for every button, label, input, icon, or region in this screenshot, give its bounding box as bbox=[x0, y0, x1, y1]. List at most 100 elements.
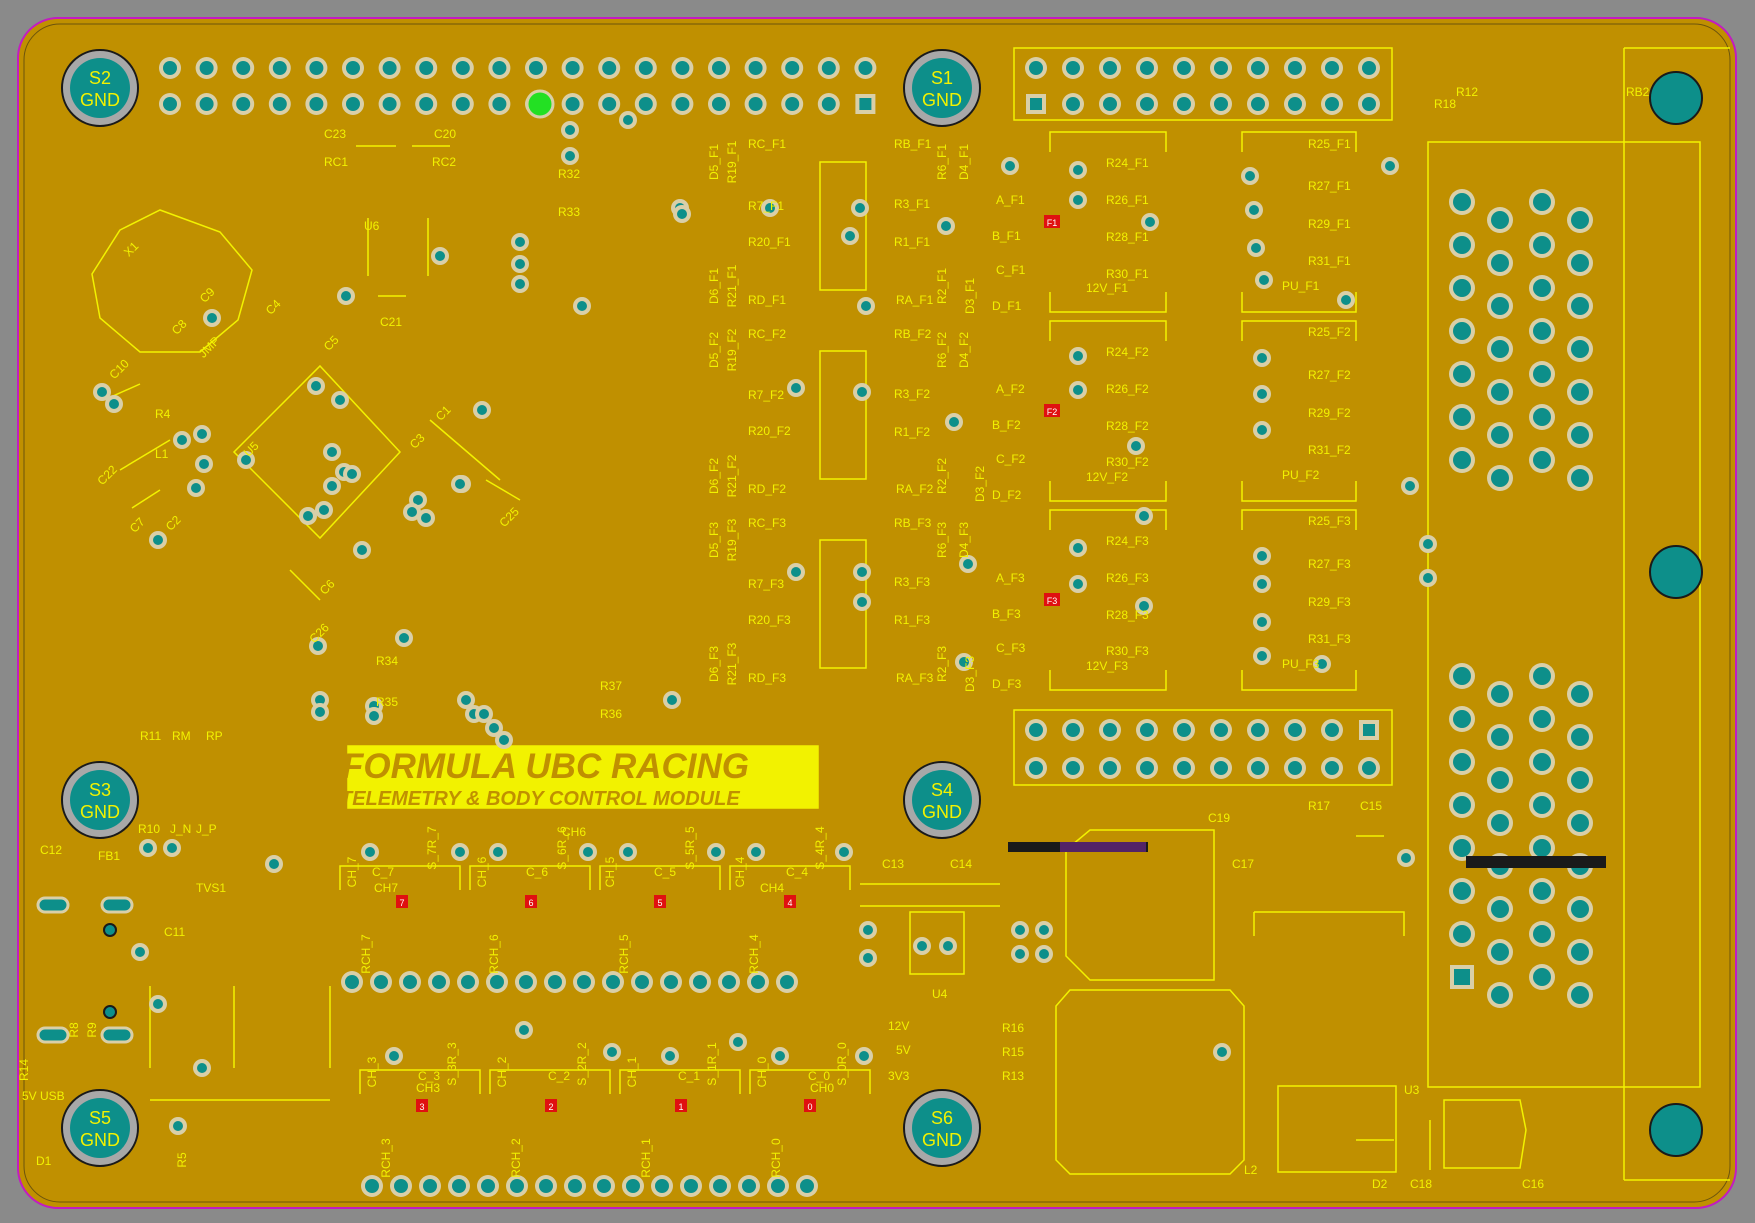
component-label: C12 bbox=[40, 843, 62, 857]
component-label: RC_F1 bbox=[748, 137, 786, 151]
component-label-vertical: CH_5 bbox=[603, 856, 617, 887]
component-label-vertical: R19_F3 bbox=[725, 518, 739, 561]
component-label-vertical: CH_3 bbox=[365, 1056, 379, 1087]
component-label: R13 bbox=[1002, 1069, 1024, 1083]
db-mount-hole-top bbox=[1649, 71, 1703, 125]
component-label: RD_F1 bbox=[748, 293, 786, 307]
component-label: R27_F1 bbox=[1308, 179, 1351, 193]
component-label: C13 bbox=[882, 857, 904, 871]
component-label: PU_F3 bbox=[1282, 657, 1320, 671]
mount-net: GND bbox=[922, 1130, 962, 1150]
red-marker: 3 bbox=[416, 1099, 428, 1112]
component-label: R25_F3 bbox=[1308, 514, 1351, 528]
component-label: 3V3 bbox=[888, 1069, 910, 1083]
component-label: R7_F3 bbox=[748, 577, 784, 591]
component-label-vertical: RCH_0 bbox=[769, 1138, 783, 1178]
component-label: R15 bbox=[1002, 1045, 1024, 1059]
red-marker: 4 bbox=[784, 895, 796, 908]
component-label: RD_F3 bbox=[748, 671, 786, 685]
component-label-vertical: RCH_6 bbox=[487, 934, 501, 974]
marker-text: 7 bbox=[399, 898, 404, 908]
component-label: RC1 bbox=[324, 155, 348, 169]
red-marker: 6 bbox=[525, 895, 537, 908]
component-label: R3_F1 bbox=[894, 197, 930, 211]
mcu-outline bbox=[91, 145, 521, 601]
db-connector bbox=[1427, 47, 1730, 1181]
component-label: D1 bbox=[36, 1154, 52, 1168]
component-label: R28_F1 bbox=[1106, 230, 1149, 244]
component-label: C_4 bbox=[786, 865, 808, 879]
component-label-vertical: D4_F1 bbox=[957, 144, 971, 180]
mount-name: S4 bbox=[931, 780, 953, 800]
component-label: C16 bbox=[1522, 1177, 1544, 1191]
component-label: R30_F3 bbox=[1106, 644, 1149, 658]
component-label-vertical: D6_F3 bbox=[707, 646, 721, 682]
component-label: R24_F2 bbox=[1106, 345, 1149, 359]
power-section bbox=[149, 829, 1527, 1175]
component-label: R11 bbox=[140, 729, 161, 743]
component-label: B_F3 bbox=[992, 607, 1021, 621]
component-label-vertical: S_5R_5 bbox=[683, 826, 697, 870]
component-label: C_1 bbox=[678, 1069, 700, 1083]
component-label: RB_F2 bbox=[894, 327, 932, 341]
marker-text: F2 bbox=[1047, 407, 1058, 417]
component-label: R20_F1 bbox=[748, 235, 791, 249]
marker-text: 6 bbox=[528, 898, 533, 908]
component-label-vertical: D5_F3 bbox=[707, 522, 721, 558]
component-label-vertical: D3_F1 bbox=[963, 278, 977, 314]
component-label: A_F3 bbox=[996, 571, 1025, 585]
component-label: R35 bbox=[376, 695, 398, 709]
component-label: R1_F2 bbox=[894, 425, 930, 439]
red-marker: 1 bbox=[675, 1099, 687, 1112]
red-marker: F3 bbox=[1044, 593, 1060, 606]
component-label: U3 bbox=[1404, 1083, 1420, 1097]
component-label-vertical: CH_2 bbox=[495, 1056, 509, 1087]
board-outline bbox=[17, 17, 1737, 1209]
component-label: C_7 bbox=[372, 865, 394, 879]
red-marker: F2 bbox=[1044, 404, 1060, 417]
component-label: R31_F3 bbox=[1308, 632, 1351, 646]
component-label: RB_F3 bbox=[894, 516, 932, 530]
component-label-vertical: R19_F1 bbox=[725, 140, 739, 183]
component-label: 12V bbox=[888, 1019, 909, 1033]
component-label-vertical: D5_F2 bbox=[707, 332, 721, 368]
component-label-vertical: D4_F2 bbox=[957, 332, 971, 368]
header-outlines bbox=[347, 47, 1393, 809]
component-label-vertical: R6_F1 bbox=[935, 144, 949, 180]
component-label-vertical: S_3R_3 bbox=[445, 1042, 459, 1086]
component-label: D_F2 bbox=[992, 488, 1022, 502]
component-label-vertical: CH_4 bbox=[733, 856, 747, 887]
component-label: C_2 bbox=[548, 1069, 570, 1083]
mount-name: S3 bbox=[89, 780, 111, 800]
component-label: RC_F3 bbox=[748, 516, 786, 530]
component-label: R1_F3 bbox=[894, 613, 930, 627]
banner-title: FORMULA UBC RACING bbox=[342, 747, 749, 786]
component-label-vertical: RCH_1 bbox=[639, 1138, 653, 1178]
marker-text: 1 bbox=[678, 1102, 683, 1112]
component-label-vertical: R21_F2 bbox=[725, 454, 739, 497]
marker-text: F1 bbox=[1047, 218, 1058, 228]
component-label-vertical: RCH_7 bbox=[359, 934, 373, 974]
usb-pads bbox=[36, 896, 134, 1044]
red-marker: 2 bbox=[545, 1099, 557, 1112]
component-label: R26_F3 bbox=[1106, 571, 1149, 585]
db-mount-hole-mid bbox=[1649, 545, 1703, 599]
component-label: RD_F2 bbox=[748, 482, 786, 496]
mount-net: GND bbox=[80, 90, 120, 110]
mount-name: S1 bbox=[931, 68, 953, 88]
channel-boxes bbox=[339, 865, 1000, 1094]
component-label: R37 bbox=[600, 679, 622, 693]
component-label: R4 bbox=[155, 407, 171, 421]
board-edge bbox=[23, 23, 1731, 1203]
component-label: C11 bbox=[164, 925, 185, 939]
component-label-vertical: R8 bbox=[67, 1022, 81, 1038]
component-label: RB_F1 bbox=[894, 137, 932, 151]
component-label: R17 bbox=[1308, 799, 1330, 813]
component-label-vertical: R2_F2 bbox=[935, 458, 949, 494]
component-label: RM bbox=[172, 729, 191, 743]
component-label: CH7 bbox=[374, 881, 398, 895]
